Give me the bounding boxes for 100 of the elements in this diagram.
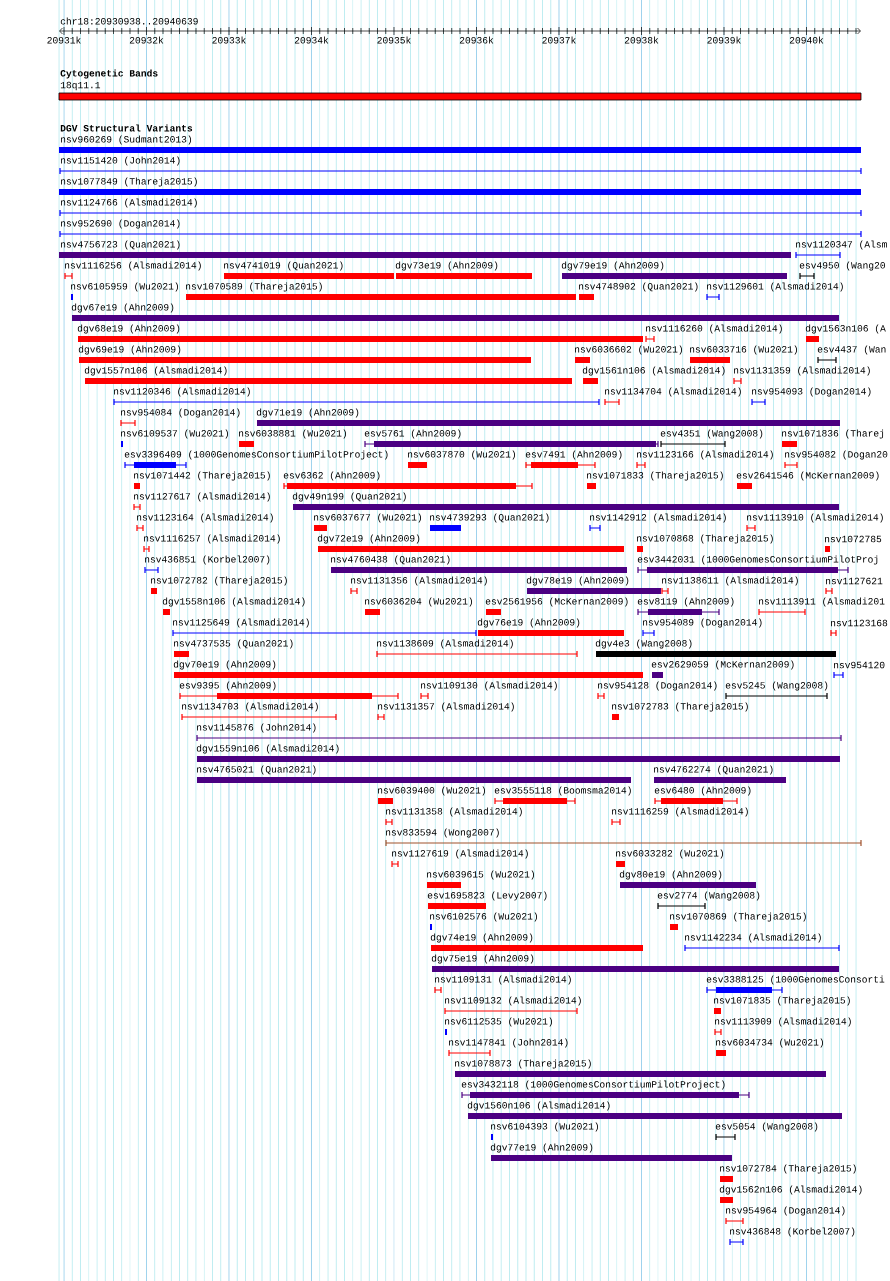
track-heading: Cytogenetic Bands <box>60 69 158 79</box>
variant-feature: nsv6109537 (Wu2021) <box>121 429 228 447</box>
tick-label: 20931k <box>47 36 81 44</box>
variant-feature: dgv68e19 (Ahn2009) <box>77 324 643 342</box>
variant-feature: nsv1071442 (Thareja2015) <box>134 471 270 489</box>
variant-feature: esv3555118 (Boomsma2014) <box>494 786 631 805</box>
node-label: dgv70e19 (Ahn2009) <box>173 660 276 670</box>
node-label: dgv68e19 (Ahn2009) <box>77 324 180 334</box>
variant-feature: nsv4756723 (Quan2021) <box>59 240 791 258</box>
variant-feature: nsv1116257 (Alsmadi2014) <box>143 534 280 553</box>
variant-feature: nsv436851 (Korbel2007) <box>144 555 270 574</box>
node-label: esv8119 (Ahn2009) <box>637 597 734 607</box>
variant-feature: nsv1123164 (Alsmadi2014) <box>136 513 273 532</box>
node-label: dgv72e19 (Ahn2009) <box>317 534 420 544</box>
variant-feature: esv2774 (Wang2008) <box>657 891 760 910</box>
variant-feature: nsv1123166 (Alsmadi2014) <box>636 450 773 469</box>
variant-feature: esv2641546 (McKernan2009) <box>736 471 879 489</box>
node-label: nsv4762274 (Quan2021) <box>654 765 773 775</box>
node-label: esv3442031 (1000GenomesConsortiumPilotProj <box>637 555 878 565</box>
variant-feature: esv3442031 (1000GenomesConsortiumPilotProj <box>637 555 878 574</box>
node-label: nsv1070589 (Thareja2015) <box>186 282 322 292</box>
variant-feature: nsv6037677 (Wu2021) <box>314 513 421 531</box>
node-label: nsv4739293 (Quan2021) <box>430 513 549 523</box>
variant-feature: esv3432118 (1000GenomesConsortiumPilotProject) <box>461 1080 750 1099</box>
variant-feature: esv6362 (Ahn2009) <box>283 471 533 490</box>
variant-feature: nsv6039400 (Wu2021) <box>378 786 485 804</box>
variant-feature: esv9395 (Ahn2009) <box>179 681 399 700</box>
variant-feature: nsv1151420 (John2014) <box>59 156 862 175</box>
variant-feature: nsv1131359 (Alsmadi2014) <box>733 366 870 385</box>
node-label: dgv75e19 (Ahn2009) <box>431 954 534 964</box>
node-label: nsv1072784 (Thareja2015) <box>720 1164 856 1174</box>
node-label: 18q11.1 <box>60 81 101 91</box>
variant-feature: nsv1127617 (Alsmadi2014) <box>133 492 270 511</box>
node-label: esv7491 (Ahn2009) <box>525 450 622 460</box>
variant-feature: nsv436848 (Korbel2007) <box>729 1227 855 1246</box>
variant-feature: nsv1109132 (Alsmadi2014) <box>444 996 581 1015</box>
variant-feature: nsv6034734 (Wu2021) <box>716 1038 823 1056</box>
node-label: nsv4741019 (Quan2021) <box>224 261 343 271</box>
variant-feature: nsv1142234 (Alsmadi2014) <box>684 933 840 952</box>
tick-label: 20937k <box>542 36 576 44</box>
track-heading: DGV Structural Variants <box>60 124 193 132</box>
node-label: dgv1561n106 (Alsmadi2014) <box>582 366 725 376</box>
variant-feature: nsv1116260 (Alsmadi2014) <box>645 324 782 343</box>
variant-feature: nsv1123168 <box>830 619 888 637</box>
node-label: dgv71e19 (Ahn2009) <box>256 408 359 418</box>
variant-feature: nsv4765021 (Quan2021) <box>197 765 631 783</box>
node-label: nsv4737535 (Quan2021) <box>174 639 293 649</box>
node-label: nsv1072783 (Thareja2015) <box>612 702 748 712</box>
variant-feature: nsv1142912 (Alsmadi2014) <box>589 513 726 532</box>
node-label: nsv1070869 (Thareja2015) <box>670 912 806 922</box>
node-label: esv5761 (Ahn2009) <box>364 429 461 439</box>
variant-feature: dgv77e19 (Ahn2009) <box>490 1143 732 1161</box>
node-label: nsv6109537 (Wu2021) <box>121 429 229 439</box>
variant-feature: nsv1131356 (Alsmadi2014) <box>350 576 487 595</box>
node-label: dgv1559n106 (Alsmadi2014) <box>196 744 339 754</box>
variant-feature: esv5761 (Ahn2009) <box>364 429 659 448</box>
node-label: esv6480 (Ahn2009) <box>654 786 751 796</box>
node-label: dgv69e19 (Ahn2009) <box>78 345 181 355</box>
variant-feature: dgv72e19 (Ahn2009) <box>317 534 624 552</box>
variant-feature: nsv4737535 (Quan2021) <box>174 639 293 657</box>
variant-feature: nsv954120 <box>833 661 885 679</box>
node-label: esv3396409 (1000GenomesConsortiumPilotProject) <box>124 450 388 460</box>
node-label: esv1695823 (Levy2007) <box>427 891 547 901</box>
node-label: nsv4760438 (Quan2021) <box>331 555 450 565</box>
node-label: nsv6102576 (Wu2021) <box>430 912 538 922</box>
node-label: nsv6105959 (Wu2021) <box>71 282 179 292</box>
variant-feature: nsv1070868 (Thareja2015) <box>637 534 773 552</box>
variant-feature: dgv69e19 (Ahn2009) <box>78 345 531 363</box>
variant-feature: dgv79e19 (Ahn2009) <box>561 261 787 279</box>
node-label: nsv1072782 (Thareja2015) <box>151 576 287 586</box>
node-label: esv2629059 (McKernan2009) <box>651 660 794 670</box>
variant-feature: dgv1560n106 (Alsmadi2014) <box>467 1101 842 1119</box>
variant-feature: nsv6036204 (Wu2021) <box>365 597 472 615</box>
tick-label: 20940k <box>789 36 824 44</box>
node-label: dgv1558n106 (Alsmadi2014) <box>162 597 305 607</box>
variant-feature: nsv6037870 (Wu2021) <box>408 450 515 468</box>
variant-feature: nsv1131357 (Alsmadi2014) <box>377 702 514 721</box>
variant-feature: nsv6105959 (Wu2021) <box>71 282 178 300</box>
node-label: nsv1078873 (Thareja2015) <box>455 1059 591 1069</box>
variant-feature: nsv4760438 (Quan2021) <box>331 555 627 573</box>
variant-feature: nsv1072782 (Thareja2015) <box>151 576 287 594</box>
node-label: nsv6037677 (Wu2021) <box>314 513 422 523</box>
variant-feature: nsv6104393 (Wu2021) <box>491 1122 598 1140</box>
variant-feature: nsv1116259 (Alsmadi2014) <box>611 807 748 826</box>
variant-feature: dgv74e19 (Ahn2009) <box>430 933 643 951</box>
variant-feature: esv7491 (Ahn2009) <box>525 450 622 469</box>
variant-feature: nsv1145876 (John2014) <box>196 723 842 742</box>
variant-feature: nsv6033716 (Wu2021) <box>690 345 797 363</box>
variant-feature: nsv1113910 (Alsmadi2014) <box>746 513 883 532</box>
variant-feature: dgv75e19 (Ahn2009) <box>431 954 839 972</box>
variant-feature: nsv1124766 (Alsmadi2014) <box>59 198 862 217</box>
tick-label: 20933k <box>212 36 246 44</box>
variant-feature: esv2629059 (McKernan2009) <box>651 660 794 678</box>
variant-feature: nsv1071836 (Tharej <box>782 429 884 447</box>
variant-feature: esv3388125 (1000GenomesConsorti <box>706 975 885 994</box>
variant-feature: dgv73e19 (Ahn2009) <box>395 261 532 279</box>
node-label: nsv1077849 (Thareja2015) <box>61 177 197 187</box>
node-label: nsv960269 (Sudmant2013) <box>61 135 192 145</box>
variant-feature: nsv954089 (Dogan2014) <box>642 618 762 637</box>
variant-feature: esv8119 (Ahn2009) <box>637 597 734 616</box>
